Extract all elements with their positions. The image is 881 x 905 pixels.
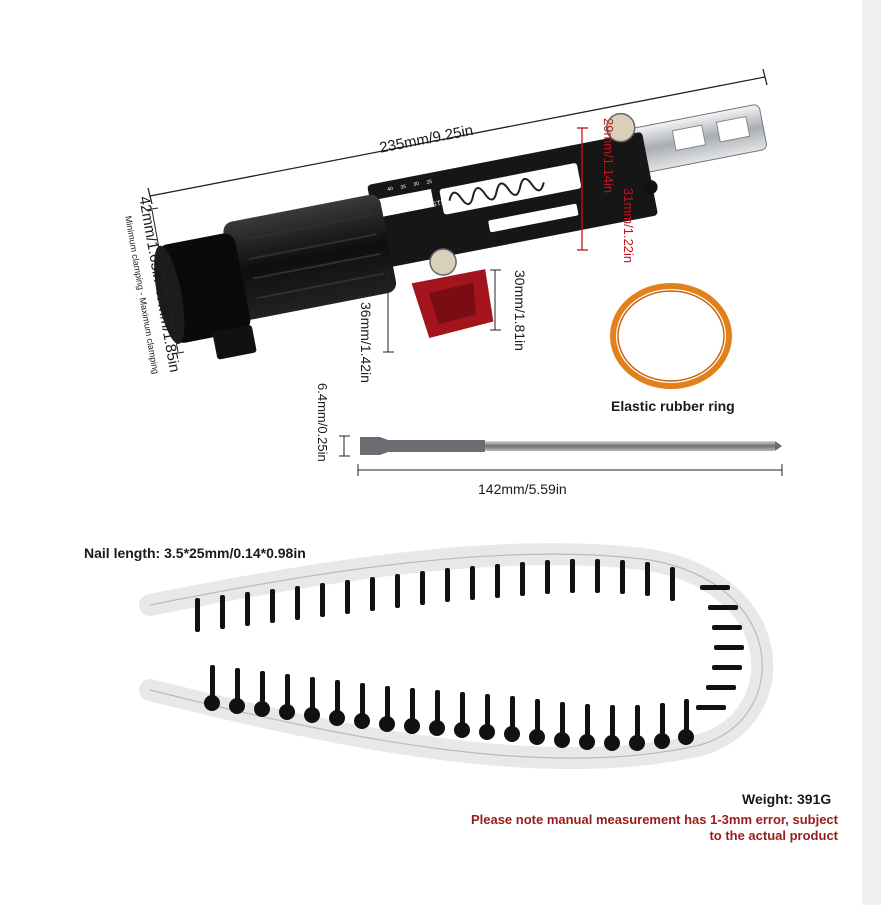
clamp-diameter-dimension-line bbox=[145, 207, 185, 355]
bit-diameter-label: 6.4mm/0.25in bbox=[315, 383, 330, 462]
red-31-label: 31mm/1.22in bbox=[621, 188, 636, 264]
page-edge-strip bbox=[862, 0, 881, 905]
screwdriver-bit bbox=[360, 437, 782, 455]
depth-30-label: 30mm/1.81in bbox=[512, 270, 528, 351]
depth-36-label: 36mm/1.42in bbox=[358, 302, 374, 383]
bit-length-label: 142mm/5.59in bbox=[478, 481, 567, 497]
scale-tick-label: 30 bbox=[413, 180, 420, 188]
red-29-label: 29mm/1.14in bbox=[601, 118, 616, 194]
bit-length-dimension-line bbox=[357, 464, 783, 476]
scale-tick-label: 40 bbox=[387, 185, 394, 193]
weight-label: Weight: 391G bbox=[742, 791, 832, 807]
screw-gun-attachment bbox=[154, 104, 767, 360]
measurement-note-line: to the actual product bbox=[709, 828, 838, 843]
bit-diameter-dimension-line bbox=[339, 435, 350, 457]
collated-screw-strip bbox=[139, 543, 774, 770]
nail-length-label: Nail length: 3.5*25mm/0.14*0.98in bbox=[84, 545, 306, 561]
scale-tick-label: 25 bbox=[426, 178, 433, 186]
scale-tick-label: 35 bbox=[400, 183, 407, 191]
measurement-note: Please note manual measurement has 1-3mm… bbox=[460, 812, 838, 844]
overall-length-dimension-line bbox=[147, 68, 768, 205]
rubber-ring-label: Elastic rubber ring bbox=[611, 398, 735, 414]
rubber-ring bbox=[610, 283, 732, 389]
measurement-note-line: Please note manual measurement has 1-3mm… bbox=[470, 812, 838, 827]
depth-30-dimension-line bbox=[490, 269, 501, 331]
red-dimension-lines bbox=[577, 127, 588, 251]
depth-36-dimension-line bbox=[383, 269, 394, 353]
